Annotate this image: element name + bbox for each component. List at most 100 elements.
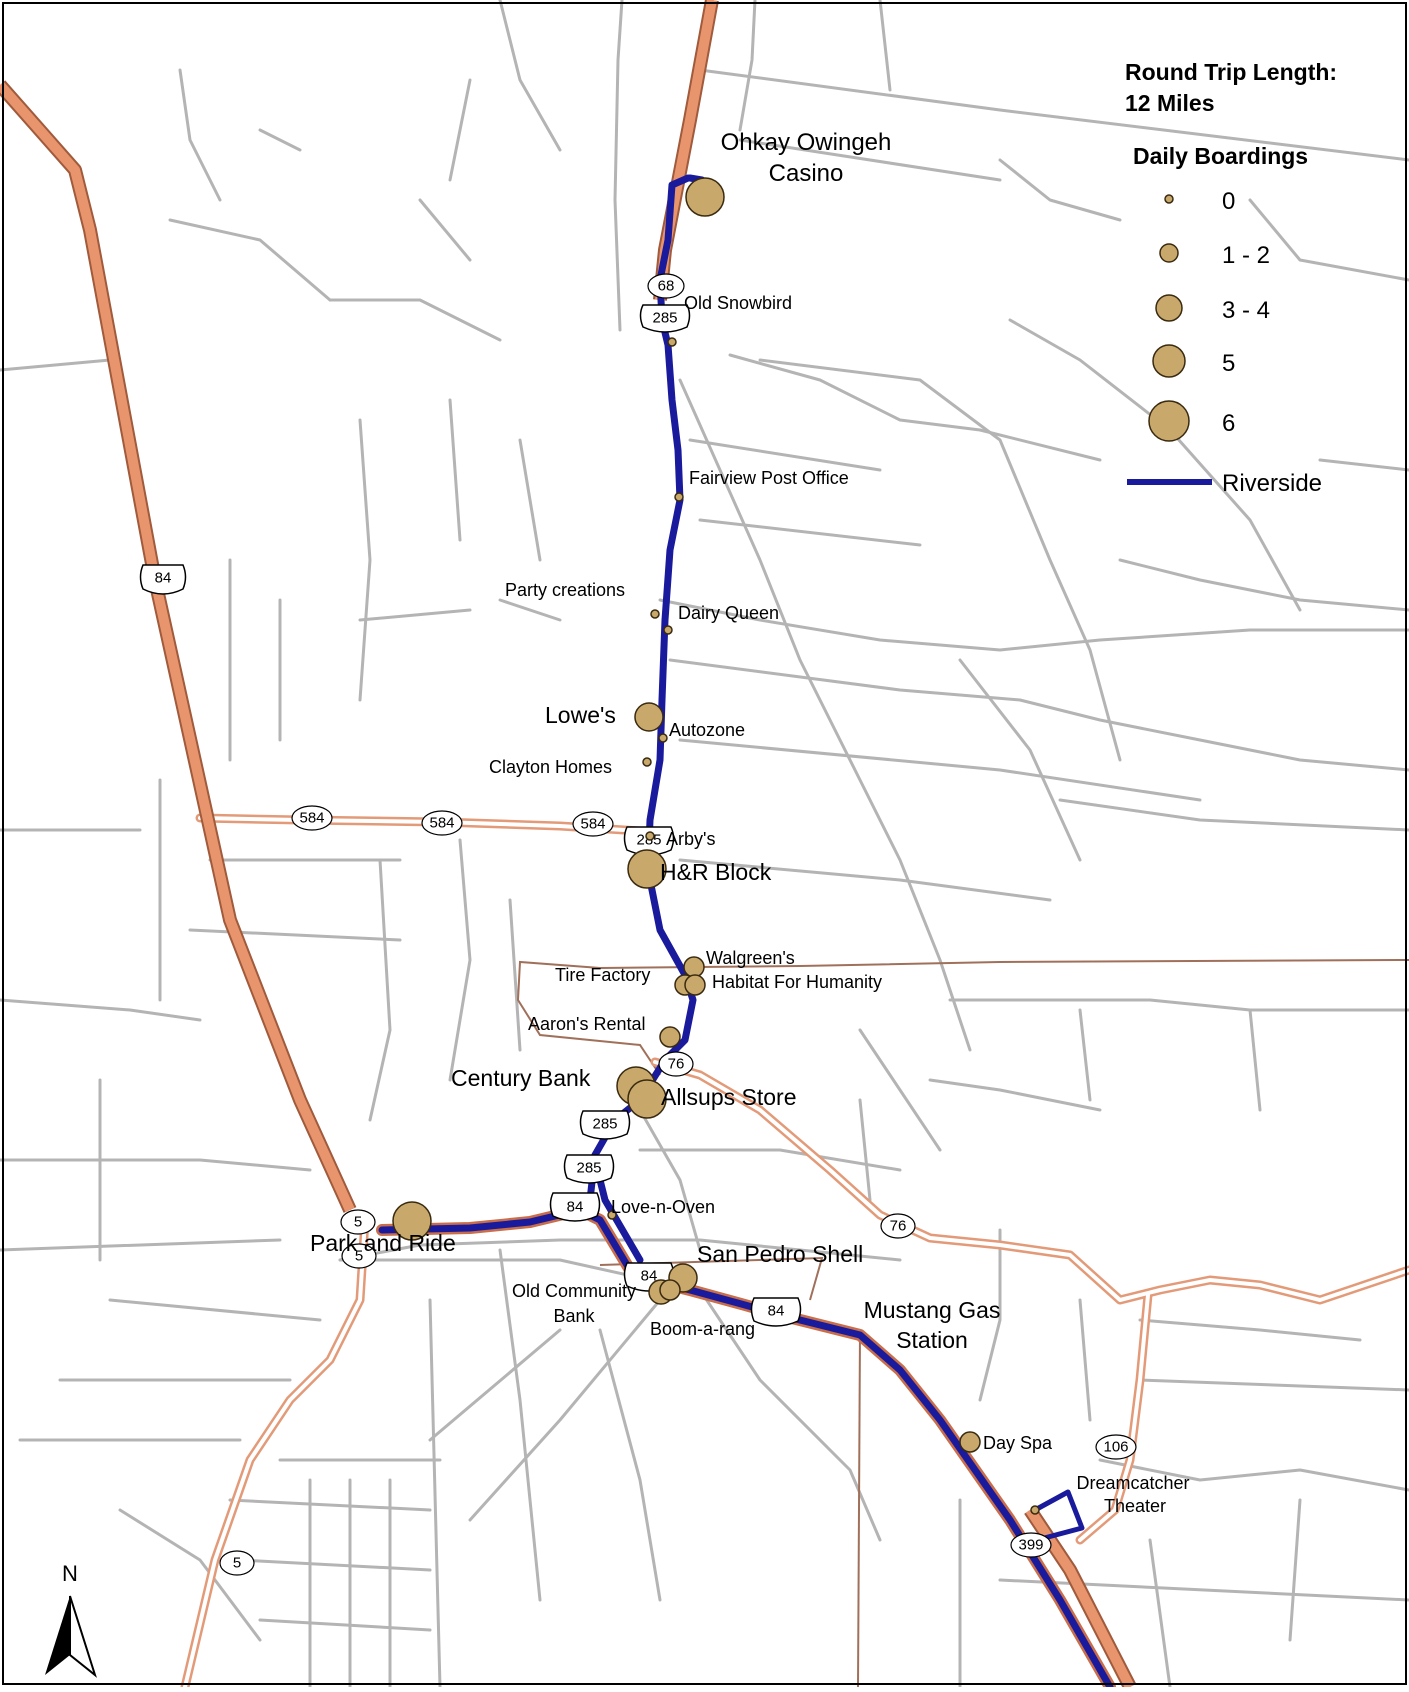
stop-label-aarons-rental: Aaron's Rental bbox=[528, 1014, 646, 1034]
svg-text:285: 285 bbox=[592, 1116, 617, 1133]
legend-symbol-1 bbox=[1159, 243, 1179, 263]
stop-label-lowes: Lowe's bbox=[545, 702, 616, 728]
stop-label-clayton-homes: Clayton Homes bbox=[489, 757, 612, 777]
stop-marker-habitat-for-humanity bbox=[684, 974, 706, 996]
shield-5-north: 5 bbox=[340, 1209, 376, 1235]
shield-76-north: 76 bbox=[658, 1051, 694, 1077]
legend-route-label: Riverside bbox=[1222, 470, 1322, 497]
legend-boardings-symbols bbox=[1148, 194, 1190, 442]
legend-class-3: 5 bbox=[1222, 350, 1235, 377]
legend-symbol-4 bbox=[1148, 400, 1190, 442]
shield-584-a: 584 bbox=[291, 805, 333, 831]
stop-marker-day-spa bbox=[959, 1431, 981, 1453]
stop-label-boom-a-rang: Boom-a-rang bbox=[650, 1319, 755, 1339]
stop-labels: Ohkay Owingeh Casino Old Snowbird Fairvi… bbox=[310, 129, 1190, 1516]
stop-marker-lowe-s bbox=[634, 702, 664, 732]
shield-84-south-b: 84 bbox=[750, 1297, 802, 1327]
svg-text:584: 584 bbox=[580, 816, 605, 833]
stop-label-autozone: Autozone bbox=[669, 720, 745, 740]
svg-text:106: 106 bbox=[1103, 1439, 1128, 1456]
legend-class-4: 6 bbox=[1222, 410, 1235, 437]
shield-68: 68 bbox=[647, 273, 685, 299]
shield-84-west: 84 bbox=[139, 564, 187, 595]
shield-399: 399 bbox=[1010, 1532, 1052, 1558]
svg-text:5: 5 bbox=[354, 1214, 362, 1231]
stop-label-dreamcatcher: Dreamcatcher bbox=[1076, 1473, 1189, 1493]
stop-label-old-snowbird: Old Snowbird bbox=[684, 293, 792, 313]
svg-text:5: 5 bbox=[355, 1248, 363, 1265]
stop-marker-old-snowbird bbox=[667, 337, 677, 347]
legend-symbol-2 bbox=[1155, 294, 1183, 322]
north-arrow: N bbox=[45, 1561, 97, 1678]
legend-trip-title: Round Trip Length: bbox=[1125, 59, 1337, 85]
svg-text:68: 68 bbox=[658, 278, 675, 295]
shield-285-north: 285 bbox=[639, 304, 691, 333]
stop-marker-allsups-store bbox=[627, 1079, 667, 1119]
svg-text:399: 399 bbox=[1018, 1537, 1043, 1554]
stop-marker-ohkay-owingeh bbox=[685, 177, 725, 217]
stop-label-san-pedro-shell: San Pedro Shell bbox=[697, 1241, 863, 1267]
stop-marker-park-and-ride bbox=[392, 1201, 432, 1241]
legend-trip-length: 12 Miles bbox=[1125, 90, 1215, 116]
north-label: N bbox=[62, 1561, 78, 1586]
stop-marker-dairy-queen bbox=[663, 625, 673, 635]
stop-label-fairview-post-office: Fairview Post Office bbox=[689, 468, 849, 488]
stop-label-day-spa: Day Spa bbox=[983, 1433, 1053, 1453]
svg-text:84: 84 bbox=[768, 1303, 785, 1320]
svg-text:76: 76 bbox=[890, 1218, 907, 1235]
shield-84-center: 84 bbox=[549, 1192, 601, 1222]
stop-label-party-creations: Party creations bbox=[505, 580, 625, 600]
shield-5-south: 5 bbox=[219, 1550, 255, 1576]
shield-285-south-b: 285 bbox=[563, 1154, 615, 1184]
stop-label-ohkay-owingeh: Ohkay Owingeh bbox=[721, 129, 892, 156]
legend: Round Trip Length: 12 Miles Daily Boardi… bbox=[1125, 59, 1337, 497]
legend-class-2: 3 - 4 bbox=[1222, 297, 1270, 324]
svg-text:584: 584 bbox=[429, 815, 454, 832]
stop-label-love-n-oven: Love-n-Oven bbox=[611, 1197, 715, 1217]
north-arrow-right-half bbox=[69, 1595, 97, 1678]
stop-label-walgreens: Walgreen's bbox=[706, 948, 795, 968]
stop-label-theater: Theater bbox=[1104, 1496, 1166, 1516]
stop-marker-autozone bbox=[658, 733, 668, 743]
stop-label-tire-factory: Tire Factory bbox=[555, 965, 650, 985]
legend-symbol-0 bbox=[1164, 194, 1174, 204]
stop-label-casino: Casino bbox=[769, 160, 844, 187]
stop-marker-clayton-homes bbox=[642, 757, 652, 767]
stop-marker-h-r-block bbox=[627, 849, 667, 889]
stop-markers bbox=[392, 177, 1040, 1515]
stop-label-habitat-for-humanity: Habitat For Humanity bbox=[712, 972, 882, 992]
stop-marker-boom-a-rang bbox=[659, 1279, 681, 1301]
stop-marker-party-creations bbox=[650, 609, 660, 619]
shield-285-south-a: 285 bbox=[579, 1110, 631, 1140]
stop-label-arbys: Arby's bbox=[666, 829, 715, 849]
stop-label-old-community: Old Community bbox=[512, 1281, 636, 1301]
svg-text:76: 76 bbox=[668, 1056, 685, 1073]
stop-marker-aaron-s-rental bbox=[659, 1026, 681, 1048]
stop-label-park-and-ride: Park and Ride bbox=[310, 1230, 456, 1256]
stop-marker-walgreen-s bbox=[683, 956, 705, 978]
svg-text:84: 84 bbox=[567, 1199, 584, 1216]
stop-label-dairy-queen: Dairy Queen bbox=[678, 603, 779, 623]
stop-label-station: Station bbox=[896, 1327, 968, 1353]
shield-584-b: 584 bbox=[421, 810, 463, 836]
stop-label-allsups-store: Allsups Store bbox=[661, 1084, 797, 1110]
legend-class-0: 0 bbox=[1222, 188, 1235, 215]
svg-text:84: 84 bbox=[641, 1268, 658, 1285]
svg-text:285: 285 bbox=[576, 1160, 601, 1177]
shield-106: 106 bbox=[1095, 1434, 1137, 1460]
stop-marker-dreamcatcher bbox=[1030, 1505, 1040, 1515]
svg-text:285: 285 bbox=[652, 310, 677, 327]
svg-text:84: 84 bbox=[155, 570, 172, 587]
stop-marker-arby-s bbox=[645, 831, 655, 841]
north-arrow-left-half bbox=[45, 1596, 70, 1675]
stop-marker-fairview-post-office bbox=[674, 492, 684, 502]
stop-label-hr-block: H&R Block bbox=[660, 859, 772, 885]
shield-584-c: 584 bbox=[572, 811, 614, 837]
svg-text:5: 5 bbox=[233, 1555, 241, 1572]
shield-76-east: 76 bbox=[880, 1213, 916, 1239]
